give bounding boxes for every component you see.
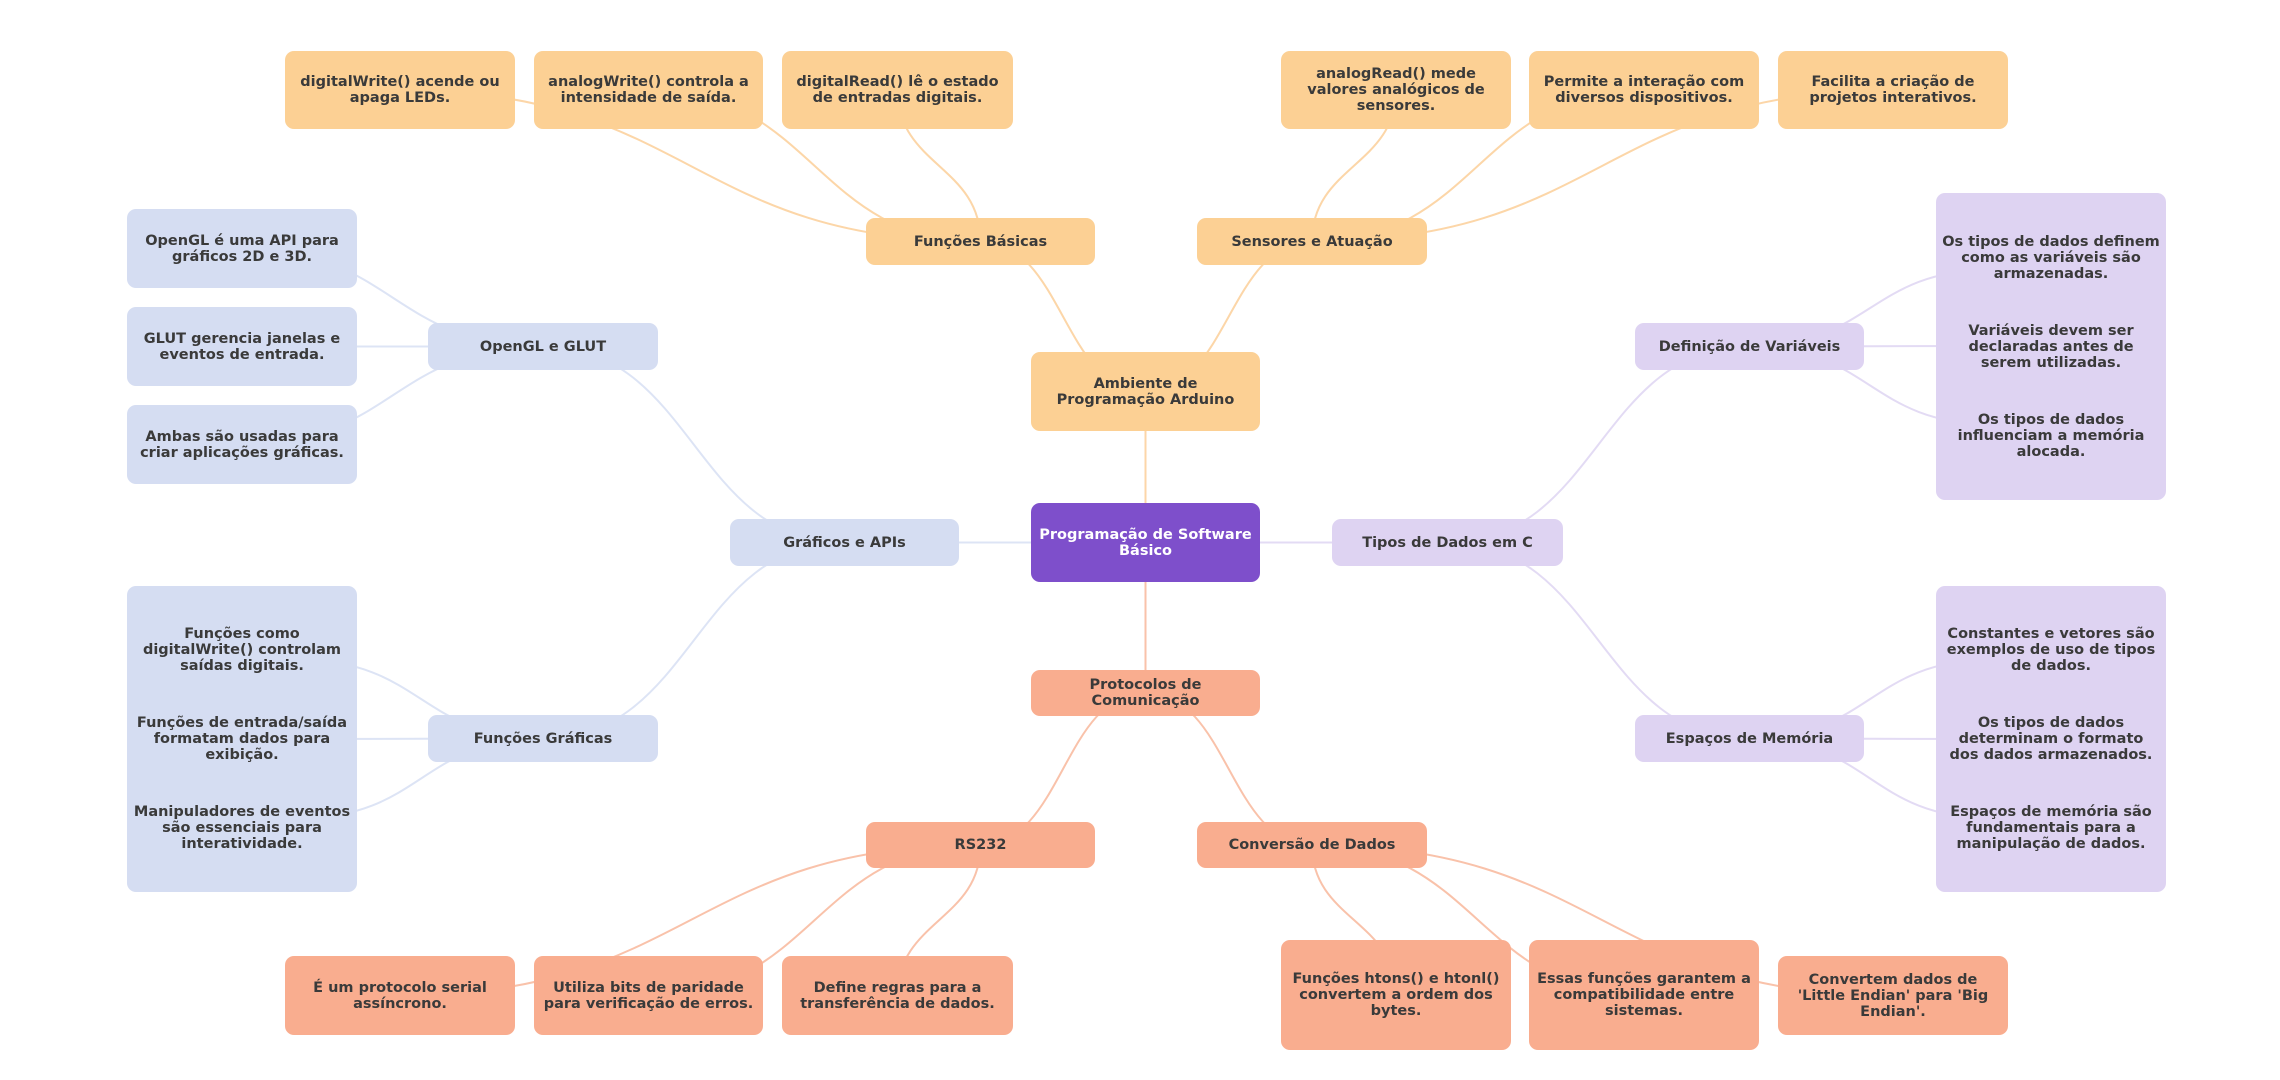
leaf-node[interactable]: digitalWrite() acende ou apaga LEDs. [285, 51, 515, 129]
leaf-node[interactable]: Espaços de memória são fundamentais para… [1950, 803, 2152, 852]
leaf-node[interactable]: Constantes e vetores são exemplos de uso… [1946, 626, 2156, 675]
branch-node-tipos[interactable]: Tipos de Dados em C [1332, 519, 1563, 566]
leaf-node[interactable]: Funções htons() e htonl() convertem a or… [1281, 940, 1511, 1050]
leaf-node[interactable]: Ambas são usadas para criar aplicações g… [127, 405, 357, 484]
connector-tipos-definicao [1447, 345, 1750, 544]
leaf-node[interactable]: Define regras para a transferência de da… [782, 956, 1013, 1035]
leaf-node[interactable]: Facilita a criação de projetos interativ… [1778, 51, 2008, 129]
leaf-group: Constantes e vetores são exemplos de uso… [1936, 586, 2166, 892]
leaf-node[interactable]: Permite a interação com diversos disposi… [1529, 51, 1759, 129]
leaf-node[interactable]: analogRead() mede valores analógicos de … [1281, 51, 1511, 129]
leaf-node[interactable]: OpenGL é uma API para gráficos 2D e 3D. [127, 209, 357, 288]
branch-node-graficos[interactable]: Gráficos e APIs [730, 519, 959, 566]
subtopic-node-definicao[interactable]: Definição de Variáveis [1635, 323, 1864, 370]
subtopic-node-sensores[interactable]: Sensores e Atuação [1197, 218, 1427, 265]
leaf-node[interactable]: analogWrite() controla a intensidade de … [534, 51, 763, 129]
leaf-node[interactable]: Variáveis devem ser declaradas antes de … [1968, 322, 2134, 371]
subtopic-node-rs232[interactable]: RS232 [866, 822, 1095, 868]
leaf-node[interactable]: É um protocolo serial assíncrono. [285, 956, 515, 1035]
leaf-node[interactable]: digitalRead() lê o estado de entradas di… [782, 51, 1013, 129]
leaf-node[interactable]: GLUT gerencia janelas e eventos de entra… [127, 307, 357, 386]
branch-node-arduino[interactable]: Ambiente de Programação Arduino [1031, 352, 1260, 431]
leaf-node[interactable]: Essas funções garantem a compatibilidade… [1529, 940, 1759, 1050]
subtopic-node-funcoes-basicas[interactable]: Funções Básicas [866, 218, 1095, 265]
leaf-node[interactable]: Funções de entrada/saída formatam dados … [136, 714, 348, 763]
leaf-node[interactable]: Os tipos de dados definem como as variáv… [1942, 233, 2160, 282]
root-node[interactable]: Programação de Software Básico [1031, 503, 1260, 582]
connector-graficos-opengl [542, 345, 845, 544]
leaf-node[interactable]: Convertem dados de 'Little Endian' para … [1778, 956, 2008, 1035]
branch-node-protocolos[interactable]: Protocolos de Comunicação [1031, 670, 1260, 716]
leaf-group: Os tipos de dados definem como as variáv… [1936, 193, 2166, 500]
subtopic-node-conversao[interactable]: Conversão de Dados [1197, 822, 1427, 868]
leaf-node[interactable]: Funções como digitalWrite() controlam sa… [142, 626, 342, 675]
leaf-node[interactable]: Os tipos de dados influenciam a memória … [1957, 411, 2145, 460]
connector-tipos-espacos [1447, 541, 1750, 740]
subtopic-node-opengl[interactable]: OpenGL e GLUT [428, 323, 658, 370]
subtopic-node-funcoes-graficas[interactable]: Funções Gráficas [428, 715, 658, 762]
leaf-node[interactable]: Os tipos de dados determinam o formato d… [1949, 714, 2153, 763]
leaf-node[interactable]: Manipuladores de eventos são essenciais … [133, 803, 351, 852]
subtopic-node-espacos[interactable]: Espaços de Memória [1635, 715, 1864, 762]
leaf-node[interactable]: Utiliza bits de paridade para verificaçã… [534, 956, 763, 1035]
leaf-group: Funções como digitalWrite() controlam sa… [127, 586, 357, 892]
connector-graficos-funcoes [542, 541, 845, 740]
